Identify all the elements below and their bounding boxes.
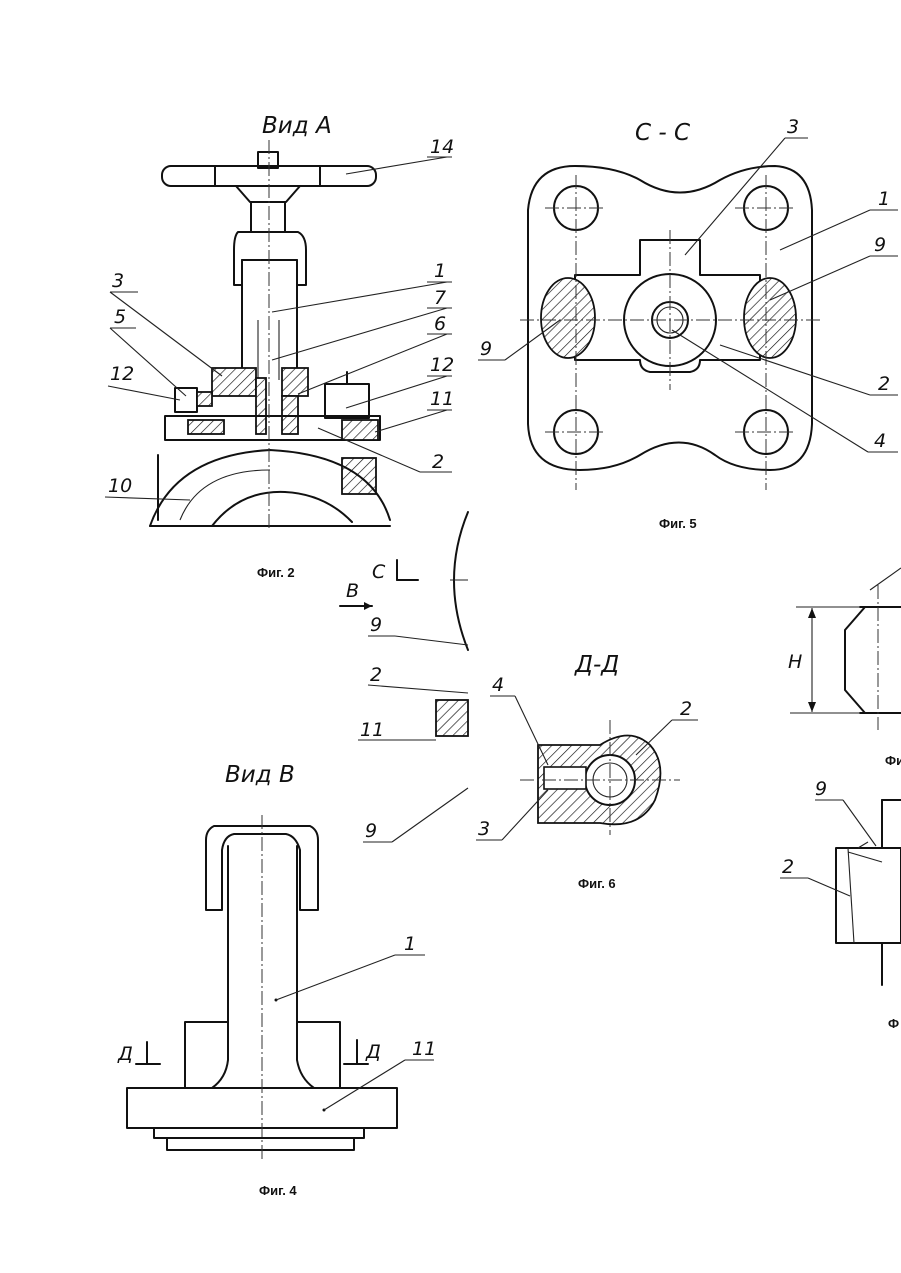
block-fragment — [836, 848, 901, 943]
figure-5-section-c — [520, 166, 820, 490]
middle-label-9-top: 9 — [370, 614, 382, 636]
label-6: 6 — [434, 313, 446, 335]
yoke-top — [234, 232, 306, 285]
middle-fragments: С В 9 2 11 9 — [340, 512, 468, 842]
middle-label-9-bottom: 9 — [365, 820, 377, 842]
figure-6-section-d — [520, 720, 680, 835]
label-7: 7 — [434, 287, 446, 309]
fig2-title: Вид А — [262, 113, 332, 139]
yoke-left-edge — [212, 846, 228, 1088]
figure-2-view-a — [150, 140, 390, 530]
fig4-caption: Фиг. 4 — [259, 1183, 297, 1198]
label-2: 2 — [432, 451, 444, 473]
packing-left — [256, 378, 266, 434]
fig6-title: Д-Д — [574, 652, 619, 678]
fig5-title: С - С — [635, 120, 690, 146]
label-5: 5 — [114, 306, 126, 328]
fig2-caption: Фиг. 2 — [257, 565, 295, 580]
fig6-label-4: 4 — [492, 674, 504, 696]
fig6-label-3: 3 — [478, 818, 490, 840]
label-10: 10 — [108, 475, 132, 497]
right-caption-b: Ф — [888, 1016, 899, 1031]
middle-label-11: 11 — [360, 719, 384, 741]
weld-right — [744, 278, 796, 358]
right-fragments: H Фи 9 2 Ф — [780, 568, 901, 1031]
fig4-label-1: 1 — [404, 933, 416, 955]
right-label-2: 2 — [782, 856, 794, 878]
section-d-left: Д — [117, 1043, 133, 1065]
fig5-label-2: 2 — [878, 373, 890, 395]
weld-left — [541, 278, 595, 358]
label-11: 11 — [430, 388, 454, 410]
middle-label-2: 2 — [370, 664, 382, 686]
label-1: 1 — [434, 260, 446, 282]
fig5-label-3: 3 — [787, 116, 799, 138]
fig5-caption: Фиг. 5 — [659, 516, 697, 531]
flange-fragment — [436, 700, 468, 736]
fig5-label-9-left: 9 — [480, 338, 492, 360]
handwheel-hub — [236, 186, 300, 202]
label-3: 3 — [112, 270, 124, 292]
fig6-caption: Фиг. 6 — [578, 876, 616, 891]
section-d-right: Д — [365, 1041, 381, 1063]
fig4-title: Вид В — [225, 762, 295, 788]
hex-fragment — [845, 607, 865, 713]
figure-4-annotations: Вид В 1 11 Д Д Фиг. 4 — [117, 762, 436, 1198]
right-caption-a: Фи — [885, 753, 901, 768]
label-14: 14 — [430, 136, 454, 158]
fig6-label-2: 2 — [680, 698, 692, 720]
central-boss — [575, 240, 760, 372]
fig5-label-1: 1 — [878, 188, 890, 210]
section-c-mark: С — [372, 561, 386, 583]
gland-nut-left — [212, 368, 256, 396]
view-b-mark: В — [346, 580, 359, 602]
nut-right — [325, 384, 369, 418]
label-12-right: 12 — [430, 354, 454, 376]
fig5-label-9-right: 9 — [874, 234, 886, 256]
right-label-9: 9 — [815, 778, 827, 800]
fig4-label-11: 11 — [412, 1038, 436, 1060]
dimension-h: H — [788, 651, 802, 673]
fig5-label-4: 4 — [874, 430, 886, 452]
arc-fragment — [454, 512, 468, 650]
label-12-left: 12 — [110, 363, 134, 385]
figure-4-view-b — [127, 815, 397, 1160]
